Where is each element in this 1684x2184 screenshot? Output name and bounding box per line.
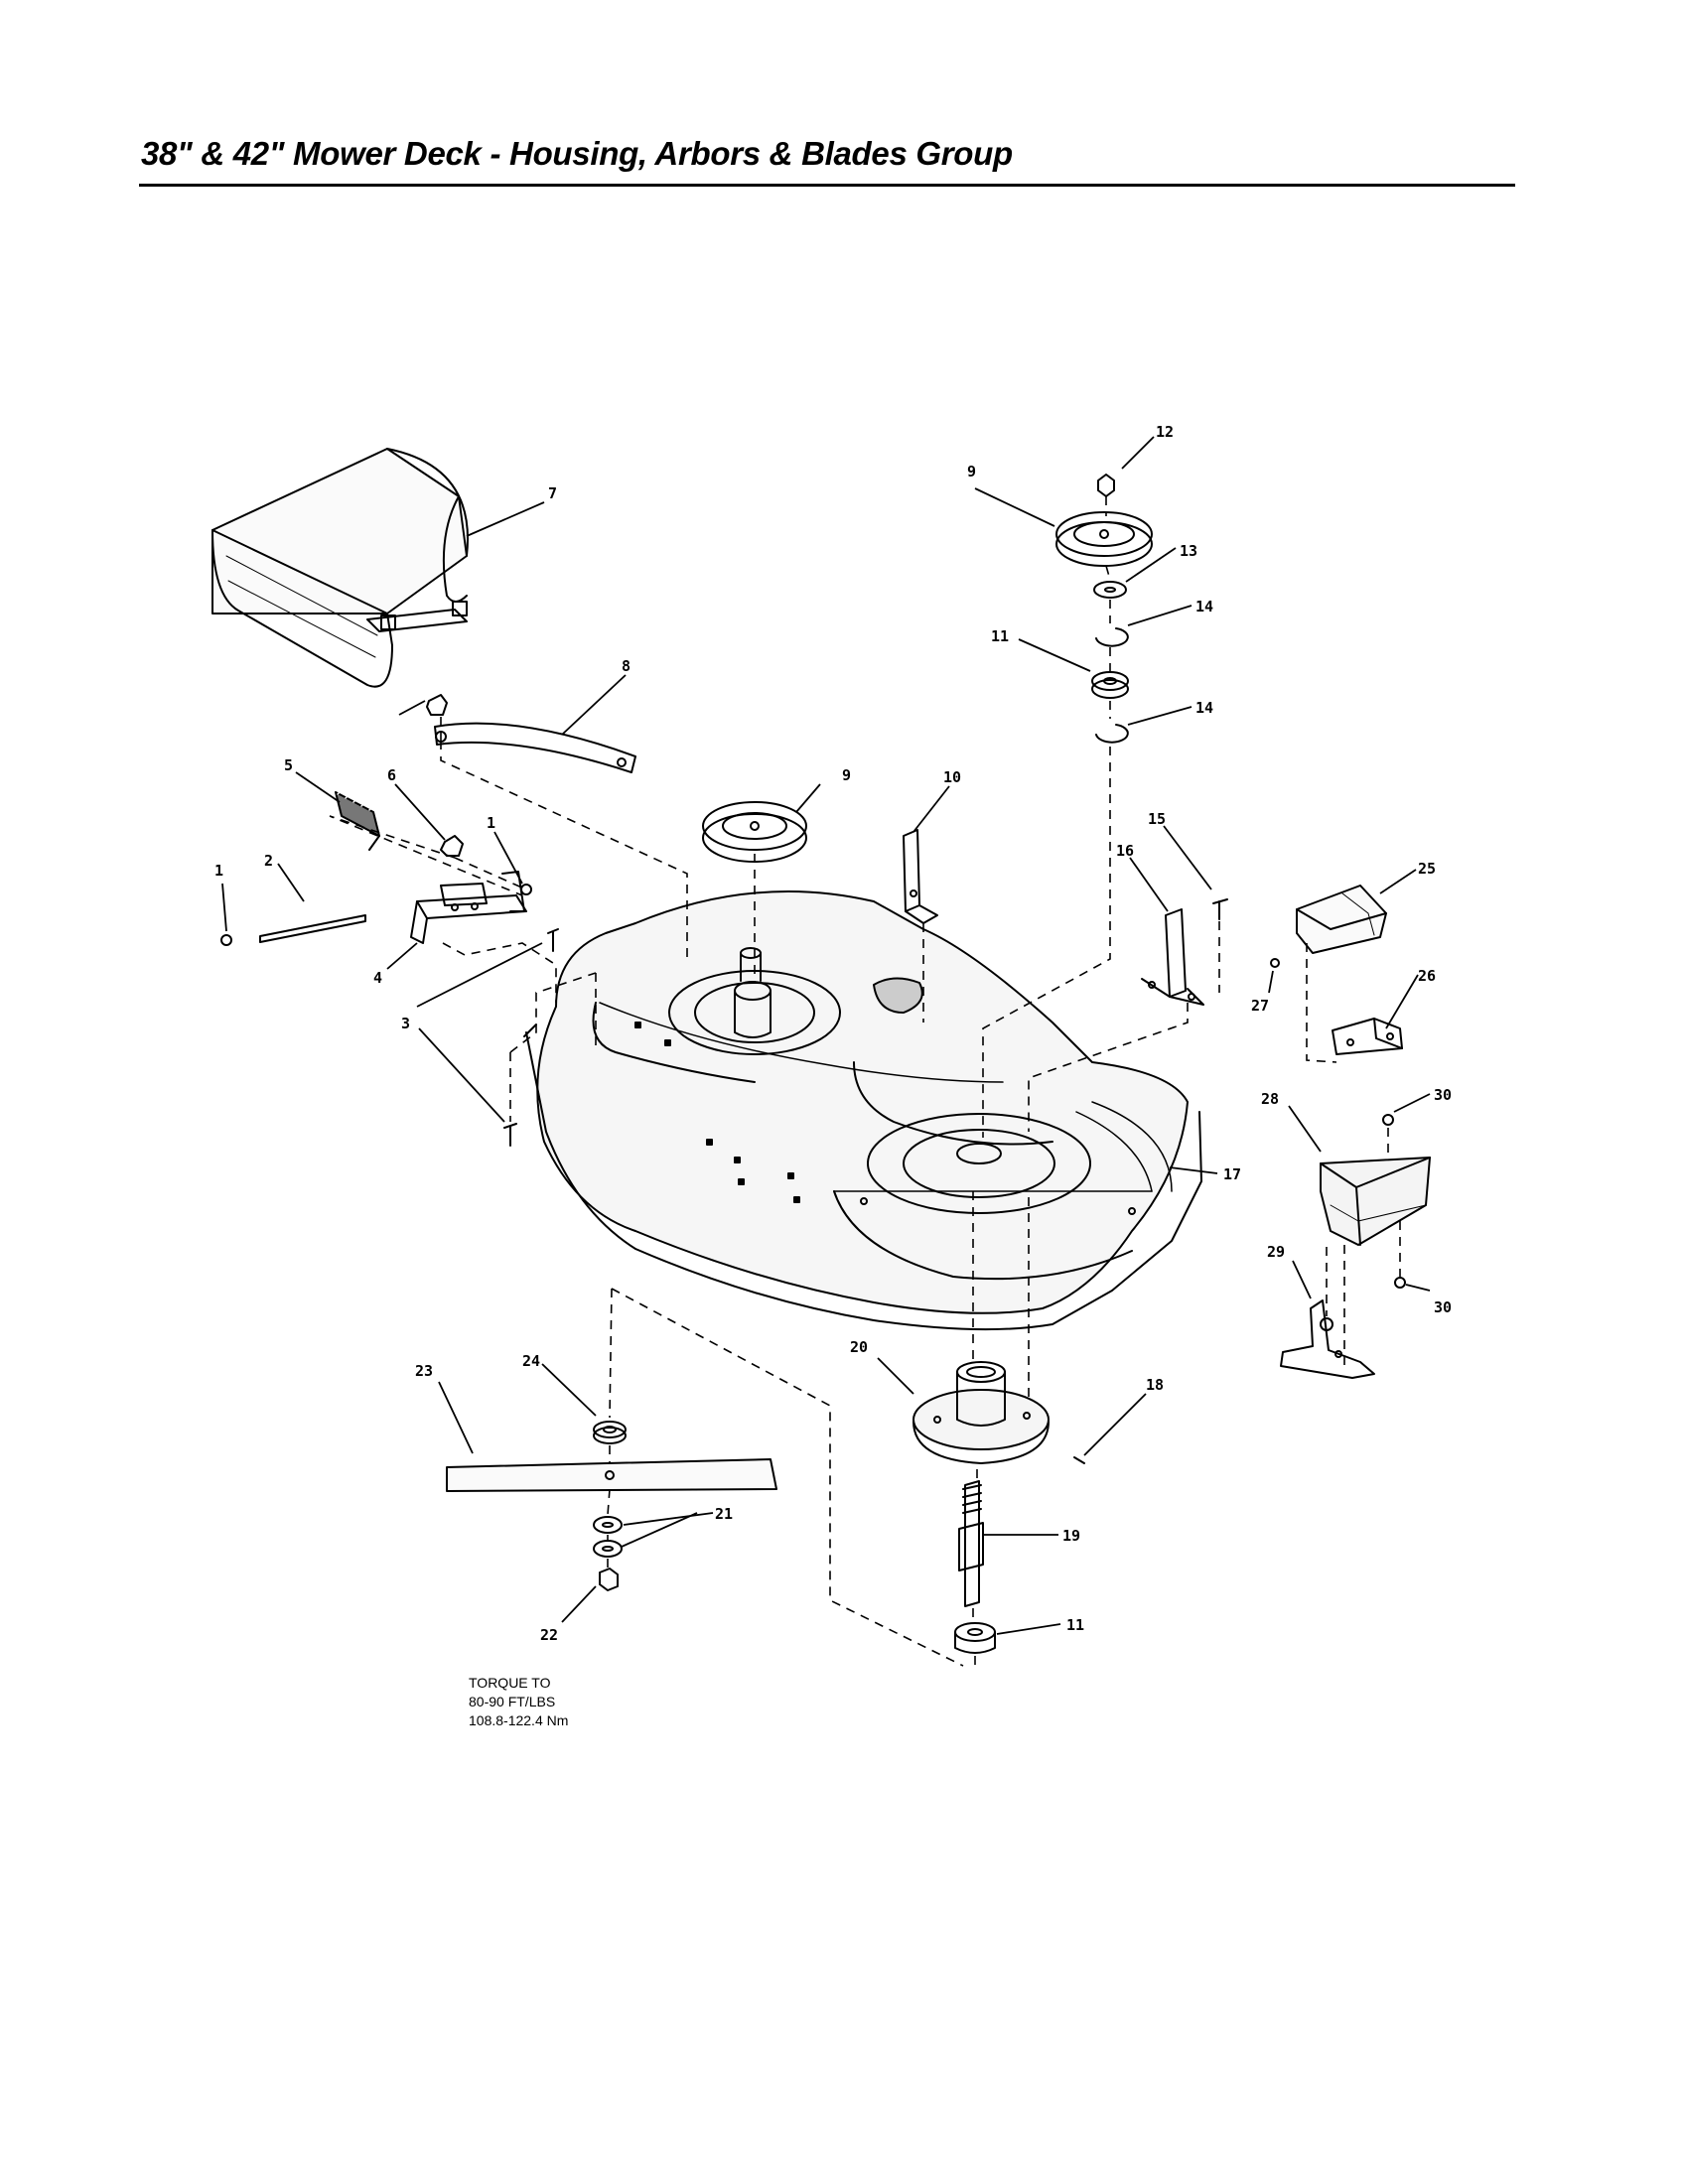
pin-1-left <box>220 934 232 946</box>
callout-27: 27 <box>1251 997 1269 1015</box>
deck-housing <box>523 889 1202 1331</box>
callout-29: 29 <box>1267 1243 1285 1261</box>
callout-10: 10 <box>943 768 961 786</box>
callout-17: 17 <box>1223 1165 1241 1183</box>
pivot-bracket <box>410 871 527 944</box>
torque-note: TORQUE TO 80-90 FT/LBS 108.8-122.4 Nm <box>469 1674 568 1730</box>
grass-chute <box>211 448 469 688</box>
mower-blade <box>446 1458 777 1492</box>
bearing-lower <box>954 1622 996 1654</box>
discharge-cover <box>1320 1157 1431 1246</box>
page-title: 38" & 42" Mower Deck - Housing, Arbors &… <box>141 135 1013 172</box>
callout-20: 20 <box>850 1338 868 1356</box>
callout-14-upper: 14 <box>1195 598 1213 615</box>
torque-note-line1: TORQUE TO <box>469 1675 551 1691</box>
washer-21-lower <box>593 1540 623 1558</box>
spindle-housing <box>912 1361 1050 1464</box>
leader-lines <box>221 436 1431 1635</box>
callout-1-right: 1 <box>487 814 495 832</box>
callout-11-lower: 11 <box>1066 1616 1084 1634</box>
callout-1-left: 1 <box>214 862 223 880</box>
bracket-16 <box>1141 908 1204 1006</box>
callout-3: 3 <box>401 1015 410 1032</box>
bolt-18 <box>1073 1456 1085 1464</box>
callout-11-upper: 11 <box>991 627 1009 645</box>
callout-9-lower: 9 <box>842 766 851 784</box>
callout-labels: 7 8 9 9 12 13 14 14 11 10 15 16 17 25 26… <box>214 423 1452 1644</box>
callout-25: 25 <box>1418 860 1436 878</box>
assembly-lines <box>329 496 1401 1670</box>
snap-ring-upper <box>1095 627 1129 647</box>
callout-19: 19 <box>1062 1527 1080 1545</box>
pin-1-right <box>520 884 532 895</box>
callout-7: 7 <box>548 484 557 502</box>
spring <box>335 787 380 851</box>
rod <box>259 914 366 943</box>
callout-4: 4 <box>373 969 382 987</box>
callout-5: 5 <box>284 756 293 774</box>
callout-30-lower: 30 <box>1434 1298 1452 1316</box>
callout-28: 28 <box>1261 1090 1279 1108</box>
spindle-shaft <box>958 1480 984 1607</box>
bracket-26 <box>1332 1018 1403 1055</box>
nut-30-upper <box>1382 1114 1394 1126</box>
torque-note-line3: 108.8-122.4 Nm <box>469 1712 569 1728</box>
chute-cover <box>1296 885 1387 954</box>
nut-30-lower <box>1394 1277 1406 1289</box>
washer-upper <box>1093 581 1127 599</box>
callout-26: 26 <box>1418 967 1436 985</box>
callout-12: 12 <box>1156 423 1174 441</box>
blade-nut <box>599 1568 619 1591</box>
title-divider <box>139 184 1515 187</box>
blade-adapter <box>593 1421 627 1444</box>
callout-14-lower: 14 <box>1195 699 1213 717</box>
bolt-15 <box>1212 898 1228 920</box>
callout-21: 21 <box>715 1505 733 1523</box>
bearing-upper <box>1091 671 1129 699</box>
nut-27 <box>1270 958 1280 968</box>
bracket-29 <box>1280 1299 1375 1379</box>
pulley-upper <box>1055 511 1153 567</box>
callout-8: 8 <box>622 657 631 675</box>
callout-15: 15 <box>1148 810 1166 828</box>
callout-18: 18 <box>1146 1376 1164 1394</box>
snap-ring-lower <box>1095 724 1129 744</box>
callout-16: 16 <box>1116 842 1134 860</box>
callout-2: 2 <box>264 852 273 870</box>
bolt-upper <box>547 928 559 952</box>
callout-24: 24 <box>522 1352 540 1370</box>
hex-nut <box>440 835 464 857</box>
bolt-lower <box>503 1123 517 1147</box>
callout-13: 13 <box>1180 542 1197 560</box>
blade-center-hole <box>605 1470 615 1480</box>
bracket-10 <box>903 829 938 924</box>
chute-bracket <box>426 694 636 773</box>
torque-note-line2: 80-90 FT/LBS <box>469 1694 556 1709</box>
callout-22: 22 <box>540 1626 558 1644</box>
callout-9-upper: 9 <box>967 463 976 480</box>
pulley-lower <box>702 801 807 863</box>
hex-nut-top <box>1097 474 1115 497</box>
callout-6-lower: 6 <box>387 766 396 784</box>
callout-23: 23 <box>415 1362 433 1380</box>
washer-21-upper <box>593 1516 623 1534</box>
callout-30-upper: 30 <box>1434 1086 1452 1104</box>
